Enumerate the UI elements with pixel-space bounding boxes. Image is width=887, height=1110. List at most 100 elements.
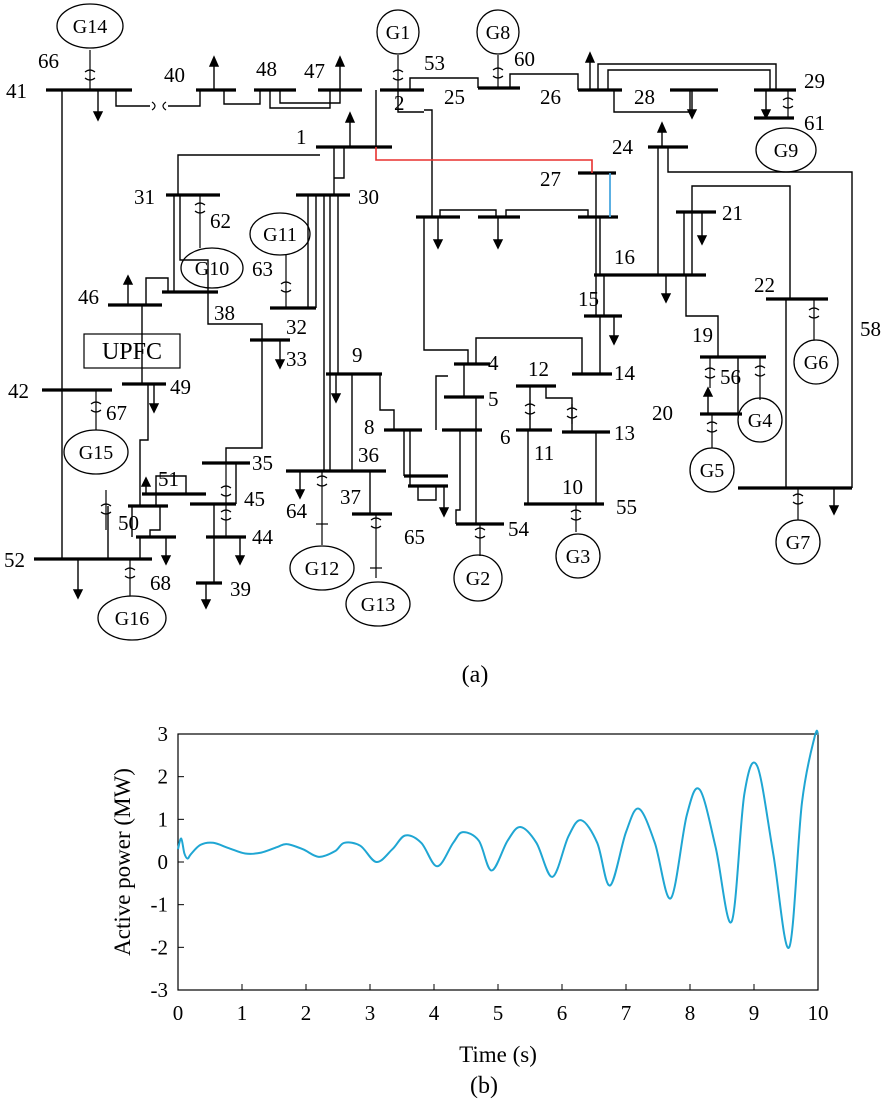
gen-label-g11: G11 <box>263 224 297 246</box>
bus-label-46: 46 <box>78 285 99 309</box>
bus-label-36: 36 <box>358 443 379 467</box>
gen-label-g1: G1 <box>386 22 410 44</box>
bus-label-31: 31 <box>134 185 155 209</box>
x-tick-label: 6 <box>557 1001 568 1025</box>
bus-label-30: 30 <box>358 185 379 209</box>
gen-label-g15: G15 <box>79 442 113 464</box>
transformer-68 <box>124 559 136 596</box>
upfc-box <box>83 333 181 369</box>
gen-label-g14: G14 <box>73 16 107 38</box>
bus-label-13: 13 <box>614 421 635 445</box>
transformer-37 <box>370 514 382 578</box>
gen-label-g13: G13 <box>361 594 395 616</box>
x-tick-label: 1 <box>237 1001 248 1025</box>
gen-label-g8: G8 <box>486 22 510 44</box>
bus-label-19: 19 <box>692 323 713 347</box>
bus-label-63: 63 <box>252 257 273 281</box>
bus-label-2: 2 <box>394 91 405 115</box>
transformer-61 <box>782 90 794 118</box>
bus-label-14: 14 <box>614 361 636 385</box>
gen-label-g4: G4 <box>748 410 772 432</box>
bus-label-37: 37 <box>340 485 361 509</box>
series-line <box>177 729 819 949</box>
load-arrows <box>72 51 840 610</box>
bus-label-4: 4 <box>488 351 499 375</box>
transformer-64 <box>316 471 328 545</box>
transformer-20 <box>704 357 716 388</box>
bus-label-50: 50 <box>118 511 139 535</box>
bus-label-16: 16 <box>614 245 635 269</box>
diagram-caption: (a) <box>462 662 489 688</box>
y-axis-label: Active power (MW) <box>110 768 135 956</box>
chart-caption: (b) <box>470 1073 498 1099</box>
bus-label-67: 67 <box>106 401 127 425</box>
bus-label-32: 32 <box>286 315 307 339</box>
transformer-g7 <box>792 488 804 520</box>
bus-label-12: 12 <box>528 357 549 381</box>
bus-label-20: 20 <box>652 401 673 425</box>
transformer-63 <box>280 255 292 308</box>
bus-label-10: 10 <box>562 475 583 499</box>
gen-label-g5: G5 <box>700 460 724 482</box>
gen-label-g12: G12 <box>305 558 339 580</box>
gen-label-g9: G9 <box>774 140 798 162</box>
bus-label-65: 65 <box>404 525 425 549</box>
gen-label-g7: G7 <box>786 532 810 554</box>
red-line <box>375 147 593 173</box>
bus-label-1: 1 <box>296 125 307 149</box>
bus-label-21: 21 <box>722 201 743 225</box>
bus-label-56: 56 <box>720 365 741 389</box>
x-tick-label: 9 <box>749 1001 760 1025</box>
transformer-62 <box>194 195 206 248</box>
bus-label-60: 60 <box>514 47 535 71</box>
gen-label-g6: G6 <box>804 352 828 374</box>
bus-label-8: 8 <box>364 415 375 439</box>
bus-label-25: 25 <box>444 85 465 109</box>
bus-label-68: 68 <box>150 571 171 595</box>
x-tick-label: 2 <box>301 1001 312 1025</box>
x-tick-label: 5 <box>493 1001 504 1025</box>
transformer-12-13 <box>524 400 578 424</box>
bus-label-33: 33 <box>286 347 307 371</box>
transformers <box>84 50 820 596</box>
bus-label-47: 47 <box>304 59 325 83</box>
transformer-g6 <box>808 299 820 340</box>
x-axis-label: Time (s) <box>459 1042 537 1067</box>
bus-label-53: 53 <box>424 51 445 75</box>
transformer-53 <box>392 55 404 90</box>
x-tick-label: 10 <box>808 1001 829 1025</box>
bus-label-38: 38 <box>214 301 235 325</box>
transformer-g5 <box>706 414 718 448</box>
x-tick-label: 4 <box>429 1001 440 1025</box>
transformer-66 <box>84 50 96 90</box>
generator-shapes <box>56 3 839 641</box>
bus-label-6: 6 <box>500 425 511 449</box>
bus-label-41: 41 <box>6 79 27 103</box>
transformer-54 <box>474 524 486 556</box>
bus-label-39: 39 <box>230 577 251 601</box>
y-tick-label: 0 <box>158 850 169 874</box>
bus-label-52: 52 <box>4 548 25 572</box>
x-tick-label: 3 <box>365 1001 376 1025</box>
bus-label-44: 44 <box>252 525 274 549</box>
y-tick-label: -1 <box>151 893 169 917</box>
bus-label-15: 15 <box>578 287 599 311</box>
upfc-label: UPFC <box>102 339 162 365</box>
y-tick-label: 2 <box>158 765 169 789</box>
bus-label-66: 66 <box>38 49 59 73</box>
bus-label-27: 27 <box>540 167 561 191</box>
bus-label-11: 11 <box>534 441 554 465</box>
transformer-45 <box>220 463 232 537</box>
x-tick-label: 8 <box>685 1001 696 1025</box>
gen-label-g2: G2 <box>466 568 490 590</box>
transformer-67 <box>90 390 102 430</box>
gen-label-g10: G10 <box>195 258 229 280</box>
x-tick-label: 7 <box>621 1001 632 1025</box>
bus-label-26: 26 <box>540 85 561 109</box>
bus-label-28: 28 <box>634 85 655 109</box>
gen-label-g3: G3 <box>566 546 590 568</box>
bus-label-62: 62 <box>210 209 231 233</box>
